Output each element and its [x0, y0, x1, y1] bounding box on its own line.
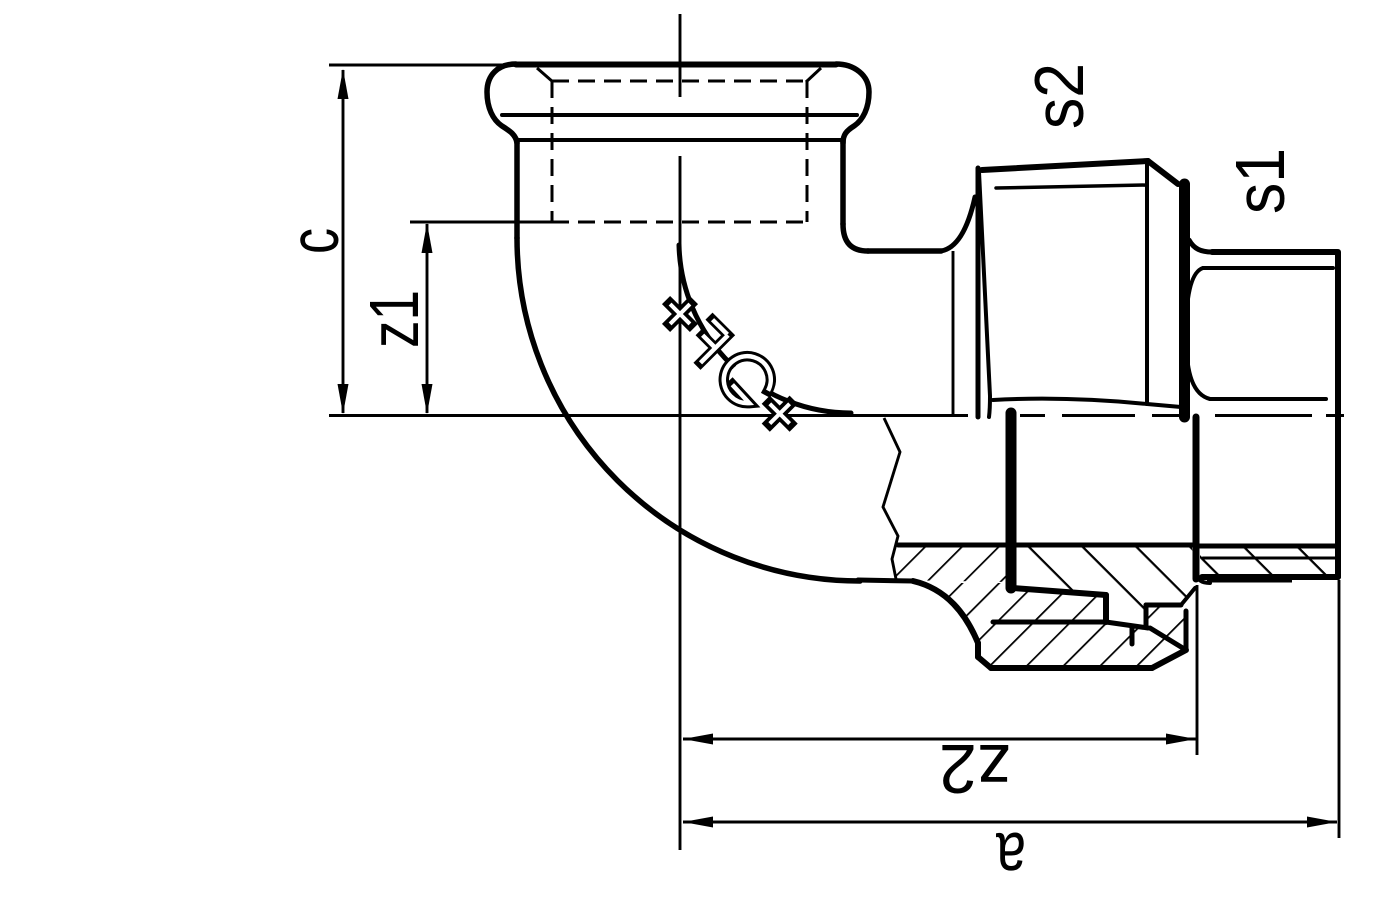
svg-text:a: a	[996, 818, 1026, 896]
svg-text:z1: z1	[355, 290, 433, 348]
svg-text:s1: s1	[1221, 148, 1299, 214]
svg-text:z2: z2	[939, 730, 1011, 808]
svg-text:s2: s2	[1020, 63, 1098, 129]
svg-text:c: c	[275, 228, 353, 254]
